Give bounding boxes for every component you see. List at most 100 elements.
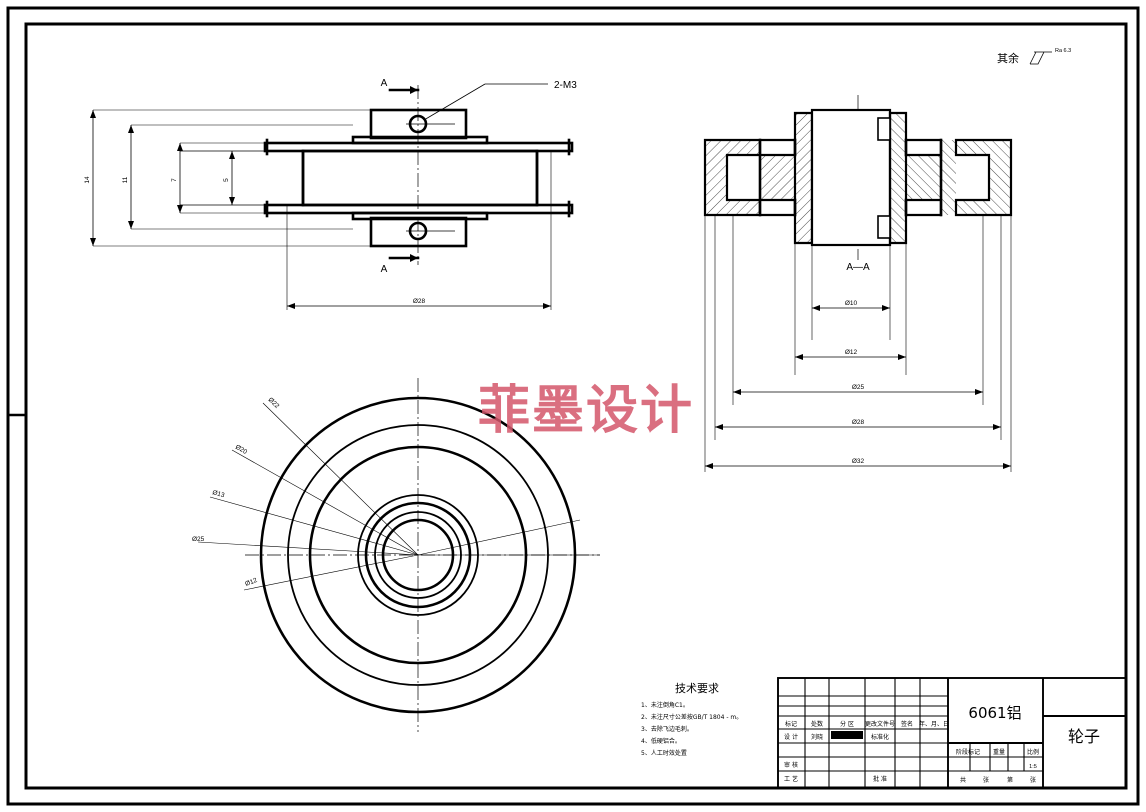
tb-stage-header-2: 比例 — [1027, 748, 1039, 756]
plan-leaders — [197, 402, 600, 591]
tb-approve2-label: 批 准 — [873, 775, 887, 783]
tb-rev-header-1: 处数 — [811, 720, 823, 728]
sheet-inner-border — [24, 22, 1128, 790]
section-right-relief-top — [904, 138, 943, 157]
tb-stage-header-1: 重量 — [993, 748, 1005, 756]
tb-design-name: 刘晓 — [811, 733, 823, 741]
tb-rev-header-4: 签名 — [901, 720, 913, 728]
section-arrow-top: A — [381, 78, 420, 94]
dim-11: 11 — [122, 124, 353, 230]
section-left-hub-wall — [793, 111, 814, 245]
dim-front-d28-text: Ø28 — [413, 298, 426, 305]
section-left-flange — [703, 138, 762, 217]
dim-7: 7 — [171, 142, 265, 214]
dim-front-d28: Ø28 — [286, 151, 552, 310]
section-right-hub-wall — [888, 111, 908, 245]
dim-d28: Ø28 — [715, 419, 1001, 430]
technical-requirements: 技术要求 1、未注倒角C1。 2、未注尺寸公差按GB/T 1804 - m。 3… — [641, 682, 742, 757]
dim-5-text: 5 — [223, 178, 230, 182]
tb-rev-header-0: 标记 — [785, 720, 797, 728]
section-left-web — [760, 155, 795, 200]
surface-note-value: Ra 6.3 — [1055, 48, 1071, 54]
tech-req-item-0: 1、未注倒角C1。 — [641, 701, 689, 709]
section-arrow-bottom: A — [381, 254, 420, 275]
plan-label-0: Ø22 — [267, 396, 281, 410]
front-view: A A 2-M3 14 11 — [84, 78, 577, 310]
tb-rev-header-3: 更改文件号 — [865, 720, 895, 728]
tb-sheet-1: 张 — [983, 776, 989, 784]
dim-d25-text: Ø25 — [852, 384, 865, 391]
surface-finish-note: 其余 Ra 6.3 — [997, 48, 1071, 65]
section-notch-bot — [877, 215, 891, 239]
leader-2 — [231, 449, 419, 556]
tb-part-name: 轮子 — [1068, 727, 1100, 746]
tb-rev-header-5: 年、月、日 — [919, 720, 949, 728]
leader-5 — [243, 554, 419, 591]
dim-11-text: 11 — [122, 176, 129, 183]
section-view-title: A—A — [846, 262, 870, 273]
boss-bottom — [369, 216, 468, 248]
section-right-fill — [941, 140, 956, 215]
section-left-relief-top — [758, 138, 797, 157]
leader-4 — [197, 541, 419, 556]
tb-process-label: 工 艺 — [784, 775, 798, 783]
section-bore — [810, 108, 892, 247]
dim-d12: Ø12 — [795, 349, 906, 360]
dim-d28-text: Ø28 — [852, 419, 865, 426]
dim-d32: Ø32 — [705, 458, 1011, 469]
watermark-text: 菲墨设计 — [478, 380, 694, 441]
tb-approve-label: 审 核 — [784, 761, 798, 769]
thread-callout-text: 2-M3 — [554, 80, 577, 91]
roughness-tick — [1029, 51, 1037, 65]
leader-1 — [262, 402, 419, 556]
tech-req-item-4: 5、人工时效处置 — [641, 749, 687, 757]
section-right-relief-bot — [904, 198, 943, 217]
tb-sheet-3: 张 — [1030, 776, 1036, 784]
dim-d25: Ø25 — [733, 384, 983, 395]
section-right-flange — [954, 138, 1013, 217]
dim-7-text: 7 — [171, 178, 178, 182]
dim-d10-text: Ø10 — [845, 300, 858, 307]
tb-stage-header-0: 阶段标记 — [956, 748, 980, 756]
tb-scale-value: 1:5 — [1029, 764, 1037, 770]
dim-5: 5 — [223, 151, 235, 205]
dim-14-text: 14 — [84, 176, 91, 184]
tb-design-label: 设 计 — [784, 733, 798, 741]
sheet-outer-border — [6, 6, 1140, 806]
tech-req-item-2: 3、去除飞边毛刺。 — [641, 725, 693, 733]
section-view-aa: A—A Ø10 Ø12 Ø25 — [703, 95, 1013, 472]
plan-view: Ø22 Ø20 Ø13 Ø25 Ø12 — [192, 378, 600, 732]
thread-callout-leader: 2-M3 — [423, 80, 577, 121]
plan-label-1: Ø20 — [234, 444, 248, 456]
section-right-web — [906, 155, 941, 200]
tech-req-title: 技术要求 — [675, 682, 719, 695]
leader-3 — [209, 496, 419, 556]
dim-d10: Ø10 — [812, 300, 890, 311]
surface-note-label: 其余 — [997, 51, 1019, 65]
tech-req-item-3: 4、低硬铝合。 — [641, 737, 681, 745]
plan-label-3: Ø25 — [192, 536, 205, 543]
tb-revision-grid — [778, 678, 948, 788]
dim-d32-text: Ø32 — [852, 458, 865, 465]
hub-body — [301, 149, 539, 207]
title-block-frame — [777, 677, 1127, 789]
tb-sheet-0: 共 — [960, 776, 966, 784]
section-left-relief-bot — [758, 198, 797, 217]
tb-rev-header-2: 分 区 — [840, 720, 854, 728]
plan-label-2: Ø13 — [211, 489, 225, 499]
dim-d12-text: Ø12 — [845, 349, 858, 356]
tb-std-label: 标准化 — [871, 733, 889, 741]
tech-req-item-1: 2、未注尺寸公差按GB/T 1804 - m。 — [641, 713, 742, 721]
tb-sheet-2: 第 — [1007, 776, 1013, 784]
plan-label-4: Ø12 — [244, 577, 258, 588]
tb-redacted-block — [831, 731, 863, 739]
title-block: 标记 处数 分 区 更改文件号 签名 年、月、日 设 计 刘晓 标准化 审 核 … — [777, 677, 1127, 789]
boss-top — [369, 108, 468, 140]
section-label-top: A — [381, 78, 388, 89]
section-label-bottom: A — [381, 264, 388, 275]
tb-material: 6061铝 — [968, 704, 1021, 722]
section-notch-top — [877, 117, 891, 141]
leader-7 — [417, 519, 581, 556]
